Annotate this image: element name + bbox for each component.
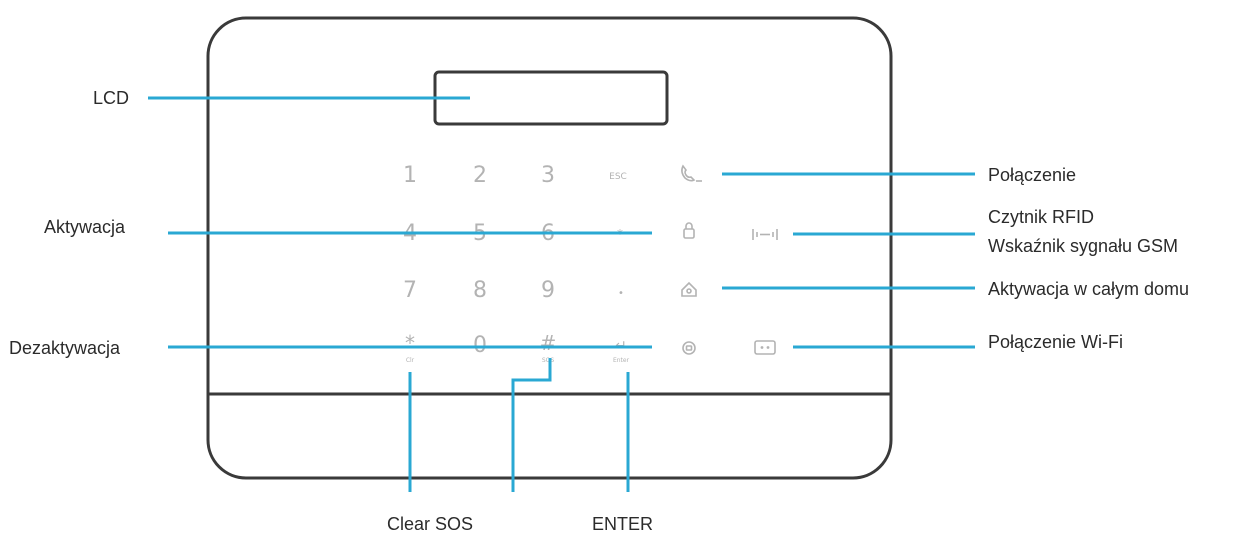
key-hash-sos[interactable]: # [540,331,557,355]
label-wskaznik-gsm: Wskaźnik sygnału GSM [988,236,1178,256]
lock-icon[interactable] [683,222,695,239]
label-wifi: Połączenie Wi-Fi [988,332,1123,352]
label-clear-sos: Clear SOS [387,514,473,534]
key-2[interactable]: 2 [473,163,487,188]
key-enter-sub: Enter [613,357,630,364]
label-dezaktywacja: Dezaktywacja [9,338,121,358]
label-aktywacja-dom: Aktywacja w całym domu [988,279,1189,299]
device-outline [206,16,893,480]
label-polaczenie: Połączenie [988,165,1076,185]
rfid-icon [752,229,778,240]
leader-sos [511,358,552,492]
key-8[interactable]: 8 [473,278,487,303]
label-enter: ENTER [592,514,653,534]
key-1[interactable]: 1 [403,163,417,188]
home-arm-icon[interactable] [681,281,697,297]
key-hash-sub: SOS [542,357,555,364]
key-9[interactable]: 9 [541,278,555,303]
key-star-clr[interactable]: * [405,331,415,355]
label-aktywacja: Aktywacja [44,217,126,237]
key-dot[interactable]: • [618,288,624,299]
label-lcd: LCD [93,88,129,108]
label-czytnik-rfid: Czytnik RFID [988,207,1094,227]
key-esc[interactable]: ESC [609,172,627,182]
disarm-icon[interactable] [682,341,696,355]
key-3[interactable]: 3 [541,163,555,188]
key-7[interactable]: 7 [403,278,417,303]
key-star-sub: Clr [406,357,415,364]
wifi-icon [754,340,776,355]
phone-icon[interactable] [681,164,702,182]
